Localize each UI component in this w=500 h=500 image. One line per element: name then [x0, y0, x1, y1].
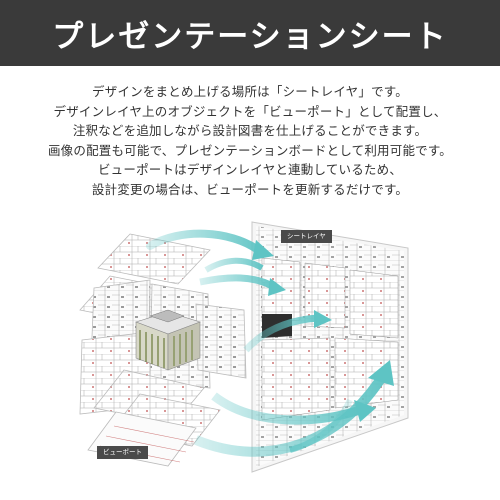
layer-illustration: シートレイヤ ビューポート — [0, 210, 500, 500]
description-line: ビューポートはデザインレイヤと連動しているため、 — [97, 162, 403, 177]
description-line: デザインをまとめ上げる場所は「シートレイヤ」です。 — [92, 84, 408, 99]
building-model — [135, 309, 201, 371]
page-title: プレゼンテーションシート — [52, 18, 448, 55]
description-text: デザインをまとめ上げる場所は「シートレイヤ」です。 デザインレイヤ上のオブジェク… — [0, 82, 500, 199]
description-line: 注釈などを追加しながら設計図書を仕上げることができます。 — [72, 123, 428, 138]
illustration-graphic — [79, 221, 409, 473]
description-line: 画像の配置も可能で、プレゼンテーションボードとして利用可能です。 — [47, 142, 453, 158]
description-line: デザインレイヤ上のオブジェクトを「ビューポート」として配置し、 — [53, 103, 447, 119]
header-banner: プレゼンテーションシート — [0, 0, 500, 66]
description-line: 設計変更の場合は、ビューポートを更新するだけです。 — [91, 181, 409, 197]
link-arrows — [146, 229, 394, 457]
viewport-stack — [79, 233, 247, 467]
sheet-layer-label: シートレイヤ — [281, 230, 332, 243]
viewport-label: ビューポート — [97, 446, 148, 459]
